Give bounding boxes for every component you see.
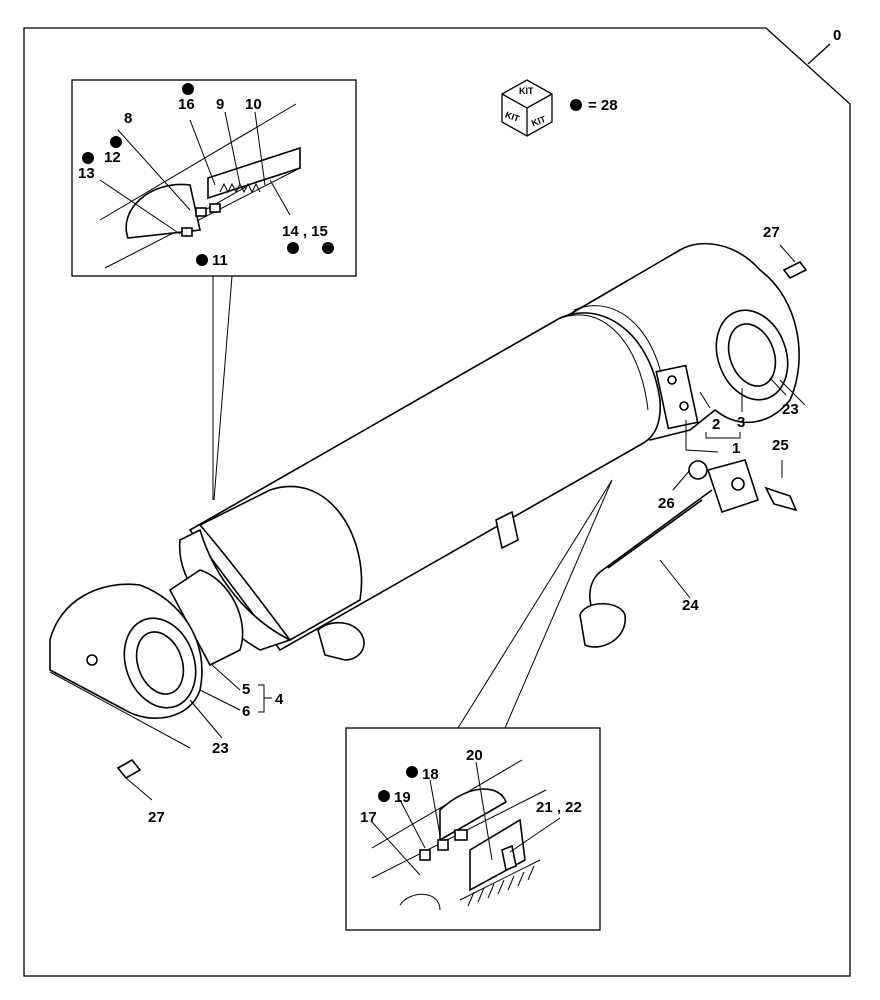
kit-bullet-icon (570, 99, 582, 111)
callout-3: 3 (737, 414, 745, 431)
kit-bullet-icon (378, 790, 390, 802)
callout-16: 16 (178, 96, 195, 113)
callout-25: 25 (772, 437, 789, 454)
kit-bullet-icon (110, 136, 122, 148)
callout-2: 2 (712, 416, 720, 433)
page-frame (23, 27, 851, 977)
callout-13: 13 (78, 165, 95, 182)
cylinder-body (49, 242, 800, 719)
kit-legend-label: = 28 (588, 97, 618, 114)
svg-text:KIT: KIT (530, 114, 548, 129)
callout-6: 6 (242, 703, 250, 720)
callout-11: 11 (212, 252, 228, 269)
leader-lines (49, 244, 806, 801)
callout-1: 1 (732, 440, 740, 457)
kit-bullet-icon (322, 242, 334, 254)
callout-27: 27 (148, 809, 165, 826)
grease-nipple-icon (782, 260, 808, 280)
callout-14-15: 14 , 15 (282, 223, 328, 240)
callout-27: 27 (763, 224, 780, 241)
callout-21-22: 21 , 22 (536, 799, 582, 816)
callout-5: 5 (242, 681, 250, 698)
callout-26: 26 (658, 495, 675, 512)
callout-9: 9 (216, 96, 224, 113)
callout-20: 20 (466, 747, 483, 764)
seal-detail-inset-bottom (345, 727, 601, 931)
callout-23: 23 (782, 401, 799, 418)
kit-bullet-icon (287, 242, 299, 254)
callout-4: 4 (275, 691, 284, 708)
callout-12: 12 (104, 149, 121, 166)
svg-text:KIT: KIT (504, 110, 522, 125)
callout-17: 17 (360, 809, 377, 826)
callout-19: 19 (394, 789, 411, 806)
kit-bullet-icon (182, 83, 194, 95)
kit-bullet-icon (196, 254, 208, 266)
svg-text:KIT: KIT (519, 86, 534, 96)
callout-18: 18 (422, 766, 439, 783)
kit-bullet-icon (82, 152, 94, 164)
grease-nipple-icon (116, 758, 142, 780)
kit-bullet-icon (406, 766, 418, 778)
page-number-label: 0 (833, 27, 841, 44)
callout-24: 24 (682, 597, 699, 614)
kit-icon: KIT KIT KIT (501, 79, 553, 137)
pipe-assembly (579, 459, 798, 648)
callout-10: 10 (245, 96, 262, 113)
callout-23: 23 (212, 740, 229, 757)
callout-8: 8 (124, 110, 132, 127)
seal-detail-inset-top (71, 79, 357, 277)
